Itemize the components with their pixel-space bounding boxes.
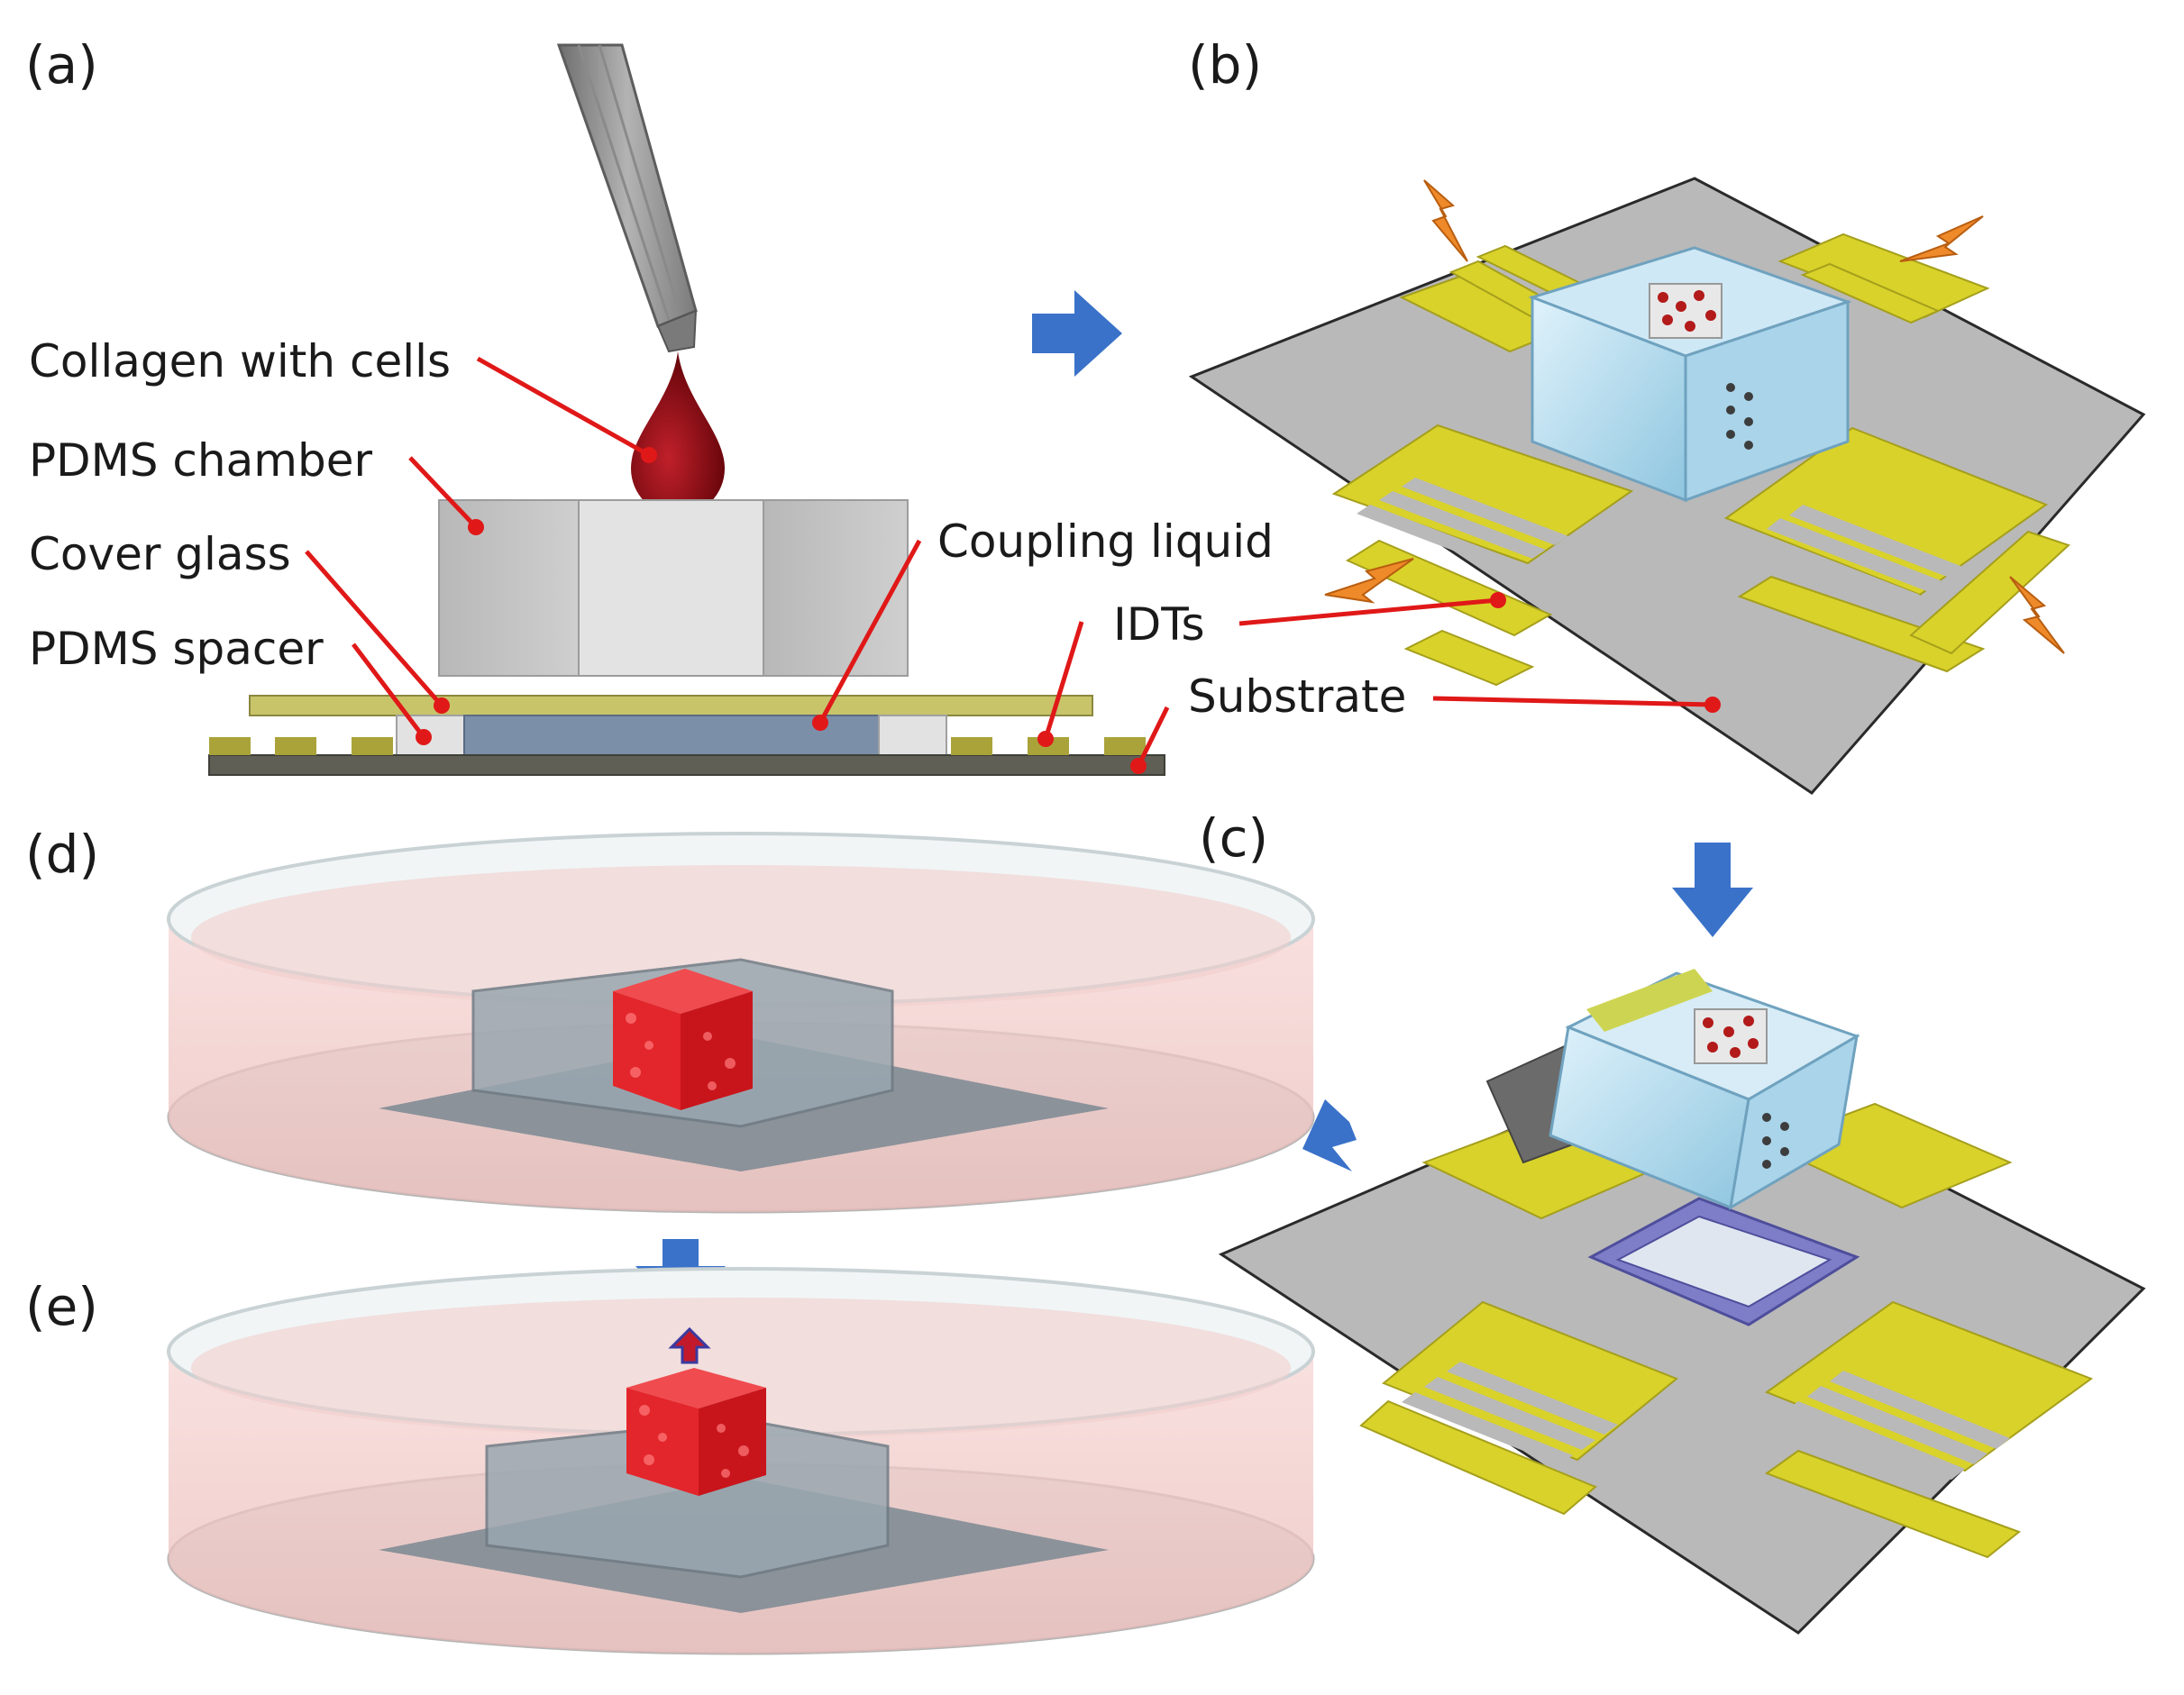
idt-electrodes-b — [1331, 232, 2070, 687]
cell-cube-d — [613, 969, 753, 1110]
petri-dish-d — [167, 832, 1315, 1214]
lightning-icons-b — [1324, 179, 2065, 654]
glass-chamber-c — [1485, 969, 1860, 1210]
callout-line-idts-a — [1043, 621, 1084, 740]
support-block-e — [379, 1417, 1109, 1613]
panel-label-a: (a) — [25, 34, 98, 96]
pdms-spacer-right — [878, 715, 947, 756]
callout-dot-collagen — [641, 447, 657, 463]
callout-line-chamber — [408, 456, 478, 529]
droplet-icon — [631, 351, 725, 515]
label-substrate: Substrate — [1188, 670, 1406, 723]
callout-line-substrate-b — [1432, 696, 1713, 707]
panel-label-c: (c) — [1199, 807, 1268, 869]
callout-line-substrate-a — [1136, 706, 1170, 768]
panel-c: (c) — [1199, 807, 2146, 1635]
panel-label-b: (b) — [1188, 34, 1262, 96]
callout-dot-substrate-a — [1130, 758, 1147, 774]
arrow-left-icon — [1302, 1099, 1357, 1171]
callout-dot-chamber — [468, 519, 484, 535]
callout-line-collagen — [476, 356, 651, 458]
idt-gaps-b — [1357, 478, 1965, 606]
panel-b: (b) — [1113, 34, 2146, 795]
cover-glass — [249, 695, 1093, 716]
glass-chamber-b — [1528, 246, 1852, 503]
callout-line-cover-glass — [305, 550, 443, 707]
callout-dot-coupling — [812, 715, 828, 731]
callout-dot-idts-b — [1490, 592, 1506, 608]
label-pdms-chamber: PDMS chamber — [29, 434, 372, 487]
panel-d: (d) — [25, 824, 1315, 1214]
panel-label-e: (e) — [25, 1276, 98, 1337]
callout-dot-cover-glass — [434, 697, 450, 714]
callout-line-idts-b — [1238, 597, 1499, 626]
label-idts: IDTs — [1113, 598, 1205, 651]
cell-cube-e — [626, 1368, 766, 1496]
callout-line-spacer — [352, 642, 425, 739]
arrow-up-icon — [668, 1326, 711, 1364]
idt-gaps-c — [1402, 1362, 2010, 1480]
callout-dot-substrate-b — [1704, 697, 1721, 713]
label-collagen-with-cells: Collagen with cells — [29, 335, 451, 387]
callout-dot-spacer — [416, 729, 432, 745]
arrow-down-icon — [1672, 843, 1753, 937]
panel-e: (e) — [25, 1267, 1315, 1655]
arrow-right-icon — [1032, 290, 1122, 377]
pipette-icon — [556, 43, 698, 353]
panel-a: (a) — [25, 34, 1274, 776]
callout-dot-idts-a — [1037, 731, 1054, 747]
pdms-spacer-ring-c — [1587, 1197, 1860, 1326]
label-coupling-liquid: Coupling liquid — [937, 515, 1274, 568]
label-pdms-spacer: PDMS spacer — [29, 623, 324, 675]
callout-line-coupling — [818, 539, 922, 724]
label-cover-glass: Cover glass — [29, 528, 291, 580]
panel-label-d: (d) — [25, 824, 99, 885]
pdms-chamber — [438, 499, 909, 677]
